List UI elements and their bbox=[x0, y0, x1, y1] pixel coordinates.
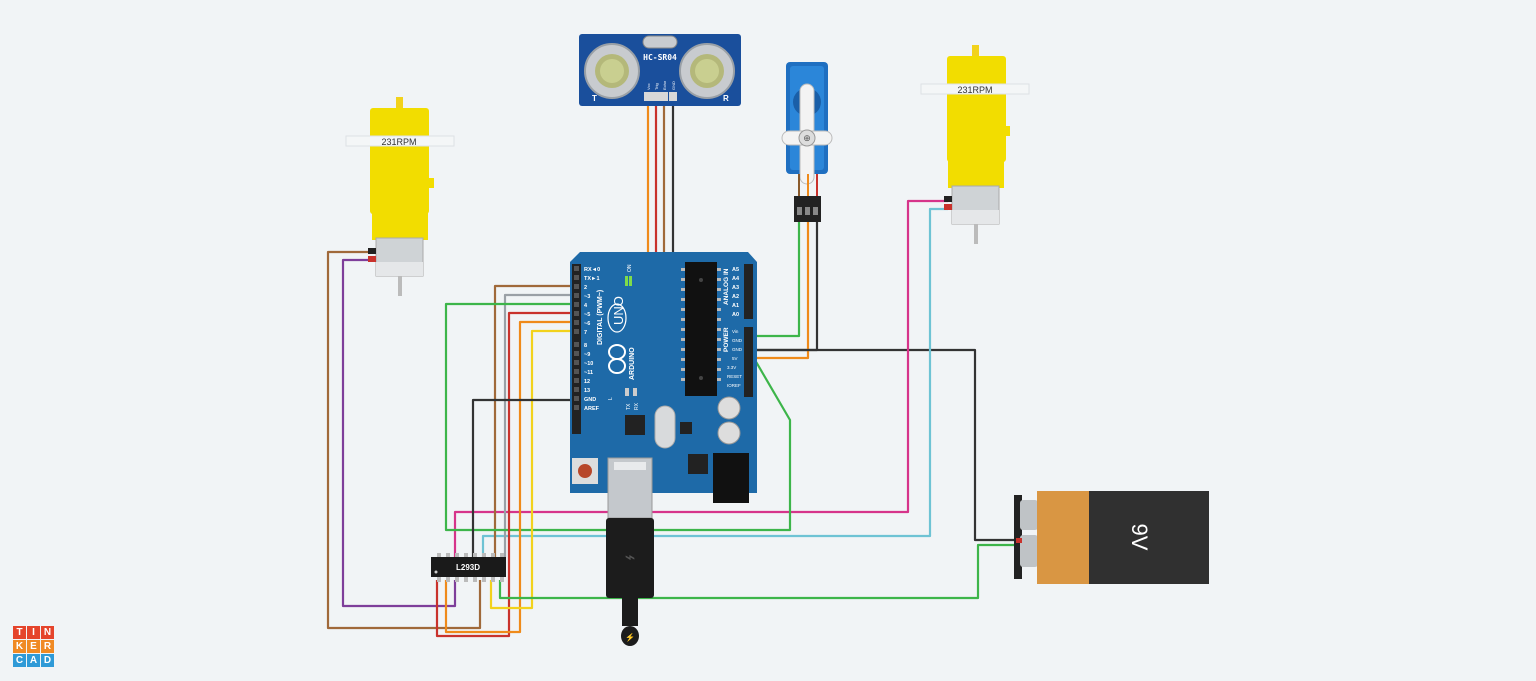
power-pin-5v: 5V bbox=[732, 356, 738, 361]
ultrasonic-pin-vcc: Vcc bbox=[646, 83, 651, 90]
logo-letter-d: D bbox=[41, 654, 54, 667]
wire-motor-left-a bbox=[326, 250, 482, 630]
ultrasonic-pin-echo: Echo bbox=[662, 80, 667, 90]
wire-gnd-driver bbox=[471, 398, 582, 557]
arduino-brand-label: ARDUINO bbox=[629, 347, 636, 380]
arduino-uno[interactable]: RX◄0 TX►1 2 ~3 4 ~5 ~6 7 8 ~9 ~10 ~11 12… bbox=[570, 252, 757, 519]
digital-pin-8: 8 bbox=[584, 343, 587, 349]
battery-voltage-label: 9V bbox=[1127, 524, 1152, 551]
power-pin-3v3: 3.3V bbox=[727, 365, 736, 370]
ultrasonic-r-label: R bbox=[723, 94, 729, 103]
analog-pin-a1: A1 bbox=[732, 303, 739, 309]
analog-pin-a2: A2 bbox=[732, 294, 739, 300]
digital-pin-gnd: GND bbox=[584, 397, 596, 403]
arduino-l-label: L bbox=[608, 397, 614, 400]
wire-motor-right-a bbox=[453, 199, 948, 557]
digital-pin-10: ~10 bbox=[584, 361, 593, 367]
ultrasonic-sensor[interactable]: HC-SR04 T R Vcc Trig Echo GND bbox=[579, 34, 741, 106]
digital-pin-aref: AREF bbox=[584, 406, 600, 412]
digital-pin-12: 12 bbox=[584, 379, 590, 385]
logo-letter-t: T bbox=[13, 626, 26, 639]
arduino-digital-header: DIGITAL (PWM~) bbox=[597, 290, 604, 345]
servo-motor[interactable]: ⊕ bbox=[781, 62, 833, 222]
digital-pin-9: ~9 bbox=[584, 352, 590, 358]
wire-pin3-driver bbox=[493, 284, 582, 557]
digital-pin-1: TX►1 bbox=[584, 276, 600, 282]
usb-icon: ⌁ bbox=[625, 547, 636, 567]
wire-motor-right-b bbox=[481, 207, 948, 557]
power-pin-reset: RESET bbox=[727, 374, 742, 379]
analog-pin-a0: A0 bbox=[732, 312, 739, 318]
power-pin-vin: Vin bbox=[732, 329, 739, 334]
power-pin-gnd2: GND bbox=[732, 347, 743, 352]
ultrasonic-pin-gnd: GND bbox=[671, 81, 676, 90]
arduino-digital-labels: RX◄0 TX►1 2 ~3 4 ~5 ~6 7 8 ~9 ~10 ~11 12… bbox=[584, 267, 600, 412]
arduino-model-label: UNO bbox=[611, 296, 626, 325]
motor-right-label: 231RPM bbox=[957, 85, 992, 95]
digital-pin-5: ~5 bbox=[584, 312, 590, 318]
ultrasonic-pin-trig: Trig bbox=[654, 83, 659, 90]
digital-pin-2: 2 bbox=[584, 285, 587, 291]
wire-pin4-driver bbox=[503, 293, 582, 557]
arduino-tx-label: TX bbox=[626, 403, 632, 410]
arduino-logo-icon bbox=[608, 344, 626, 374]
usb-cable[interactable]: ⌁ ⚡ bbox=[606, 518, 654, 646]
wire-servo-gnd bbox=[750, 222, 819, 352]
digital-pin-11: ~11 bbox=[584, 370, 593, 376]
dc-motor-right[interactable]: 231RPM bbox=[920, 45, 1030, 244]
logo-letter-i: I bbox=[27, 626, 40, 639]
wire-motor-left-b bbox=[341, 258, 457, 608]
ultrasonic-pins: Vcc Trig Echo GND bbox=[646, 80, 676, 90]
motor-left-label: 231RPM bbox=[381, 137, 416, 147]
tinkercad-logo[interactable]: T I N K E R C A D bbox=[13, 626, 55, 668]
digital-pin-7: 7 bbox=[584, 330, 587, 336]
digital-pin-6: ~6 bbox=[584, 321, 590, 327]
logo-letter-a: A bbox=[27, 654, 40, 667]
logo-letter-r: R bbox=[41, 640, 54, 653]
analog-pin-a3: A3 bbox=[732, 285, 739, 291]
ultrasonic-t-label: T bbox=[592, 94, 597, 103]
wire-pin6-driver bbox=[435, 311, 582, 638]
logo-letter-k: K bbox=[13, 640, 26, 653]
arduino-analog-header: ANALOG IN bbox=[723, 268, 730, 305]
power-pin-ioref: IOREF bbox=[727, 383, 741, 388]
power-pin-gnd1: GND bbox=[732, 338, 743, 343]
digital-pin-4: 4 bbox=[584, 303, 588, 309]
digital-pin-0: RX◄0 bbox=[584, 267, 600, 273]
wire-pin8-driver bbox=[444, 320, 582, 634]
wire-pin9-driver bbox=[489, 329, 582, 610]
analog-pin-a4: A4 bbox=[732, 276, 740, 282]
logo-letter-e: E bbox=[27, 640, 40, 653]
digital-pin-13: 13 bbox=[584, 388, 590, 394]
servo-screw-icon: ⊕ bbox=[803, 133, 811, 143]
logo-letter-c: C bbox=[13, 654, 26, 667]
dc-motor-left[interactable]: 231RPM bbox=[345, 97, 455, 296]
wire-battery-plus bbox=[498, 543, 1018, 600]
wire-servo-signal bbox=[750, 222, 801, 338]
battery-9v[interactable]: − + 9V bbox=[1014, 491, 1209, 584]
analog-pin-a5: A5 bbox=[732, 267, 739, 273]
logo-letter-n: N bbox=[41, 626, 54, 639]
arduino-power-header: POWER bbox=[723, 327, 730, 352]
arduino-rx-label: RX bbox=[634, 402, 640, 410]
arduino-on-label: ON bbox=[627, 264, 633, 272]
ultrasonic-model-label: HC-SR04 bbox=[643, 53, 677, 62]
usb-bolt-icon: ⚡ bbox=[625, 632, 635, 642]
reset-button[interactable] bbox=[578, 464, 592, 478]
driver-label: L293D bbox=[456, 563, 480, 572]
l293d-driver[interactable]: L293D bbox=[431, 553, 506, 582]
digital-pin-3: ~3 bbox=[584, 294, 590, 300]
